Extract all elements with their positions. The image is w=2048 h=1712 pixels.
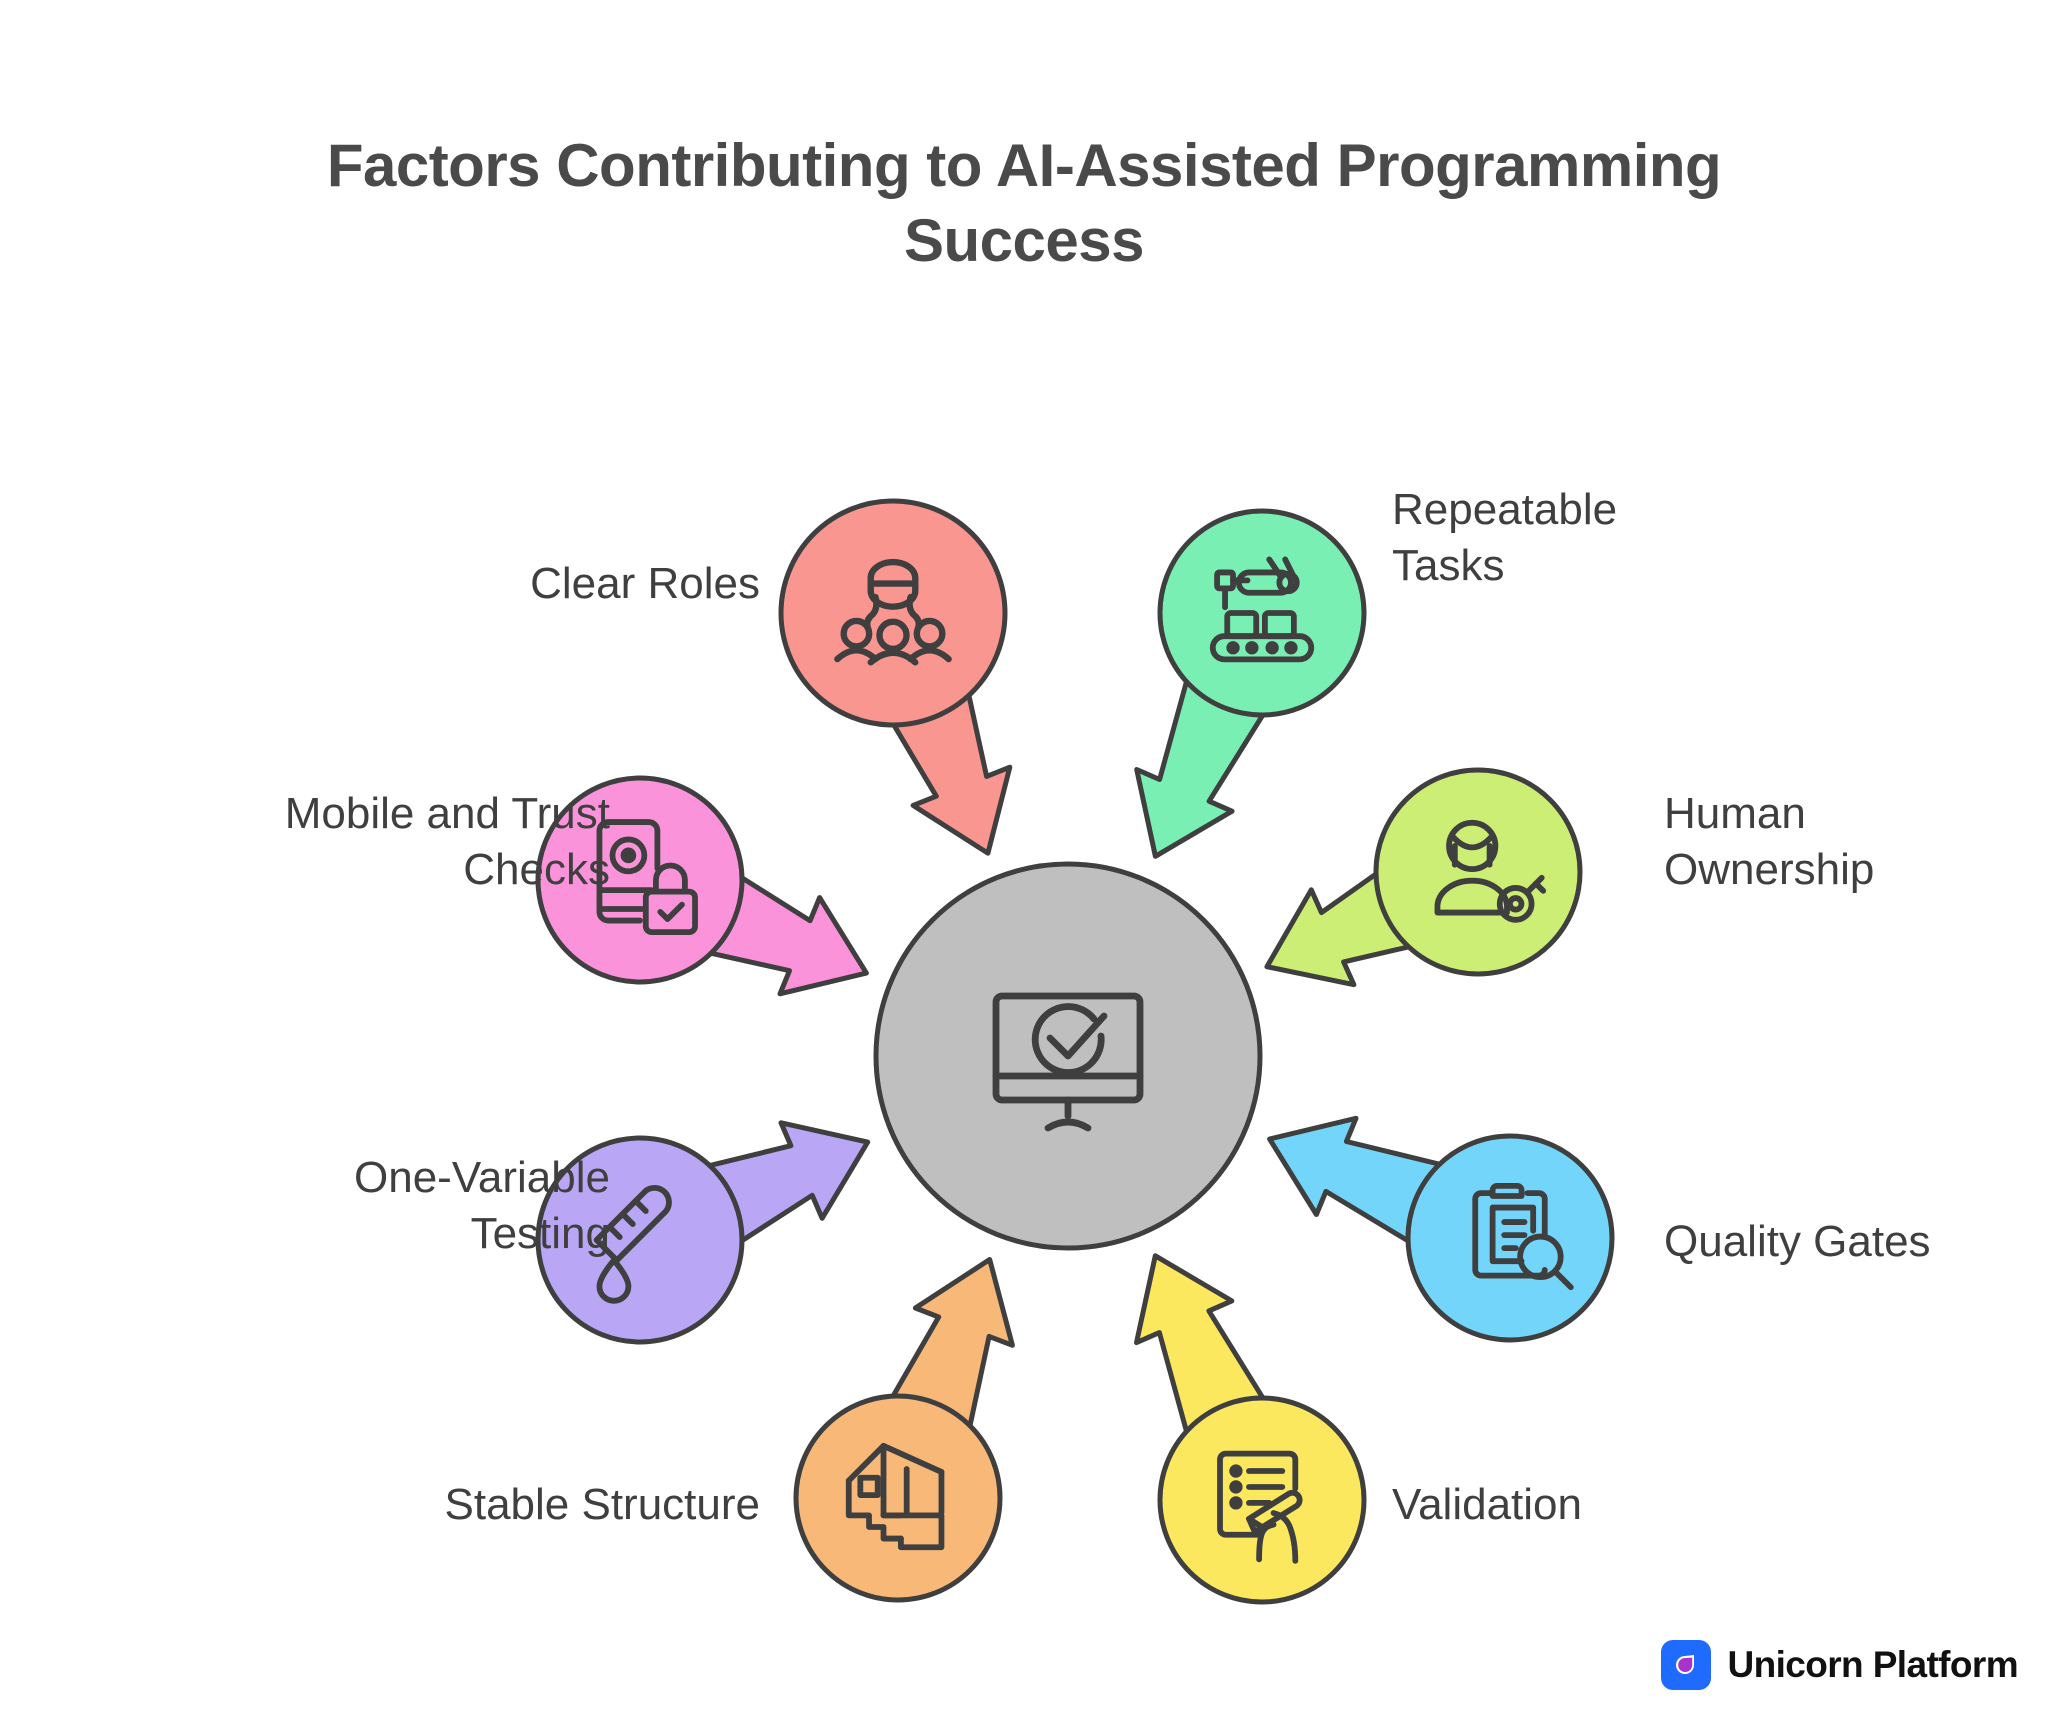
node-label-one-variable-testing: One-Variable Testing <box>354 1153 610 1259</box>
node-circle-human-ownership[interactable] <box>1373 767 1583 977</box>
unicorn-platform-logo-icon <box>1661 1640 1712 1690</box>
node-repeatable-tasks[interactable] <box>1157 508 1367 718</box>
node-circle-stable-structure[interactable] <box>793 1393 1003 1603</box>
center-node[interactable] <box>873 861 1263 1251</box>
node-one-variable-testing[interactable] <box>535 1135 745 1345</box>
node-circle-clear-roles[interactable] <box>778 498 1008 728</box>
node-label-clear-roles: Clear Roles <box>530 559 760 608</box>
node-human-ownership[interactable] <box>1373 767 1583 977</box>
node-quality-gates[interactable] <box>1405 1133 1615 1343</box>
node-circle-quality-gates[interactable] <box>1405 1133 1615 1343</box>
node-clear-roles[interactable] <box>778 498 1008 728</box>
unicorn-platform-wordmark: Unicorn Platform <box>1727 1644 2018 1685</box>
node-label-human-ownership: Human Ownership <box>1664 789 1875 895</box>
node-label-validation: Validation <box>1392 1480 1582 1529</box>
footer-branding: Unicorn Platform <box>1661 1640 2019 1690</box>
node-mobile-and-trust-checks[interactable] <box>535 775 745 985</box>
node-layer <box>535 498 1615 1605</box>
node-validation[interactable] <box>1157 1395 1367 1605</box>
node-label-mobile-and-trust-checks: Mobile and Trust Checks <box>284 789 610 895</box>
node-label-repeatable-tasks: Repeatable Tasks <box>1392 485 1618 591</box>
node-stable-structure[interactable] <box>793 1393 1003 1603</box>
node-circle-repeatable-tasks[interactable] <box>1157 508 1367 718</box>
node-label-stable-structure: Stable Structure <box>444 1480 761 1529</box>
node-label-quality-gates: Quality Gates <box>1664 1217 1931 1266</box>
page-title: Factors Contributing to AI-Assisted Prog… <box>326 132 1722 274</box>
